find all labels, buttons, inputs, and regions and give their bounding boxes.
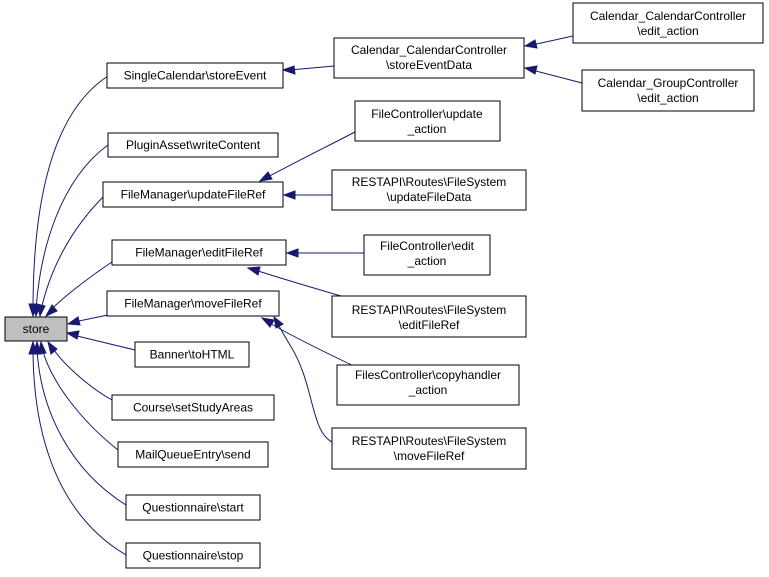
node-group-controller-edit-action[interactable]: Calendar_GroupController \edit_action xyxy=(581,69,755,112)
node-file-manager-edit-file-ref[interactable]: FileManager\editFileRef xyxy=(111,239,287,266)
edge-arrowhead xyxy=(28,340,38,355)
node-label-line2: \edit_action xyxy=(637,24,698,38)
node-file-controller-update-action[interactable]: FileController\update _action xyxy=(354,100,501,142)
node-plugin-asset-write-content[interactable]: PluginAsset\writeContent xyxy=(107,132,279,158)
edge-file-controller-update-to-update-file-ref xyxy=(265,131,356,179)
node-label: MailQueueEntry\send xyxy=(135,448,250,462)
node-label-line1: Calendar_GroupController xyxy=(598,76,739,90)
edge-arrowhead xyxy=(285,248,299,258)
edge-arrowhead xyxy=(44,304,58,318)
node-label: Questionnaire\start xyxy=(142,501,244,515)
node-label-line2: _action xyxy=(407,122,447,136)
node-course-set-study-areas[interactable]: Course\setStudyAreas xyxy=(111,394,275,421)
node-label: Course\setStudyAreas xyxy=(133,401,253,415)
node-label-line1: FileController\update xyxy=(371,107,483,121)
edge-arrowhead xyxy=(282,190,296,200)
node-label-line2: _action xyxy=(407,254,447,268)
node-file-manager-update-file-ref[interactable]: FileManager\updateFileRef xyxy=(102,181,284,208)
node-label-line1: RESTAPI\Routes\FileSystem xyxy=(352,175,507,189)
node-restapi-edit-file-ref[interactable]: RESTAPI\Routes\FileSystem \editFileRef xyxy=(331,295,527,338)
node-file-controller-edit-action[interactable]: FileController\edit _action xyxy=(363,234,491,276)
edge-group-edit-to-store-event-data xyxy=(531,69,583,84)
edge-mail-queue-to-store xyxy=(41,347,119,451)
edge-arrowhead xyxy=(281,65,296,75)
edge-calendar-edit-to-store-event-data xyxy=(531,35,574,46)
node-banner-to-html[interactable]: Banner\toHTML xyxy=(134,341,250,368)
node-label: SingleCalendar\storeEvent xyxy=(124,69,267,83)
node-restapi-update-file-data[interactable]: RESTAPI\Routes\FileSystem \updateFileDat… xyxy=(331,169,527,211)
node-calendar-controller-edit-action[interactable]: Calendar_CalendarController \edit_action xyxy=(572,2,764,44)
edge-course-to-store xyxy=(51,346,113,401)
node-label: store xyxy=(23,322,50,336)
edge-questionnaire-start-to-store xyxy=(36,347,127,506)
node-restapi-move-file-ref[interactable]: RESTAPI\Routes\FileSystem \moveFileRef xyxy=(331,427,527,470)
edge-update-file-ref-to-store xyxy=(40,195,105,311)
edge-questionnaire-stop-to-store xyxy=(32,347,127,556)
node-label-line1: RESTAPI\Routes\FileSystem xyxy=(352,303,507,317)
edge-arrowhead xyxy=(47,340,58,355)
node-files-controller-copyhandler-action[interactable]: FilesController\copyhandler _action xyxy=(336,364,520,406)
edge-arrowhead xyxy=(523,39,538,49)
edge-plugin-asset-to-store xyxy=(35,144,109,311)
edge-edit-file-ref-to-store xyxy=(49,261,113,312)
node-label-line2: \moveFileRef xyxy=(394,449,465,463)
node-label-line2: \editFileRef xyxy=(399,318,460,332)
node-questionnaire-stop[interactable]: Questionnaire\stop xyxy=(125,542,261,569)
graph-nodes: store SingleCalendar\storeEvent Calendar… xyxy=(4,2,764,569)
node-label: Questionnaire\stop xyxy=(143,549,244,563)
node-label-line1: FileController\edit xyxy=(380,239,475,253)
graph-edges xyxy=(28,35,583,556)
node-label: FileManager\moveFileRef xyxy=(124,297,262,311)
node-label-line2: \edit_action xyxy=(637,91,698,105)
edge-single-calendar-to-store xyxy=(32,75,109,311)
node-label-line1: Calendar_CalendarController xyxy=(351,43,507,57)
node-mail-queue-entry-send[interactable]: MailQueueEntry\send xyxy=(117,441,269,468)
edge-store-event-data-to-store-event xyxy=(289,65,335,71)
node-label: PluginAsset\writeContent xyxy=(126,138,261,152)
node-single-calendar-store-event[interactable]: SingleCalendar\storeEvent xyxy=(106,62,284,89)
edge-banner-to-store xyxy=(72,334,136,351)
node-label: FileManager\updateFileRef xyxy=(121,188,266,202)
edge-arrowhead xyxy=(36,303,46,318)
node-label: FileManager\editFileRef xyxy=(135,246,263,260)
node-label-line2: _action xyxy=(408,383,448,397)
node-calendar-controller-store-event-data[interactable]: Calendar_CalendarController \storeEventD… xyxy=(333,37,525,79)
node-label-line1: RESTAPI\Routes\FileSystem xyxy=(352,434,507,448)
node-file-manager-move-file-ref[interactable]: FileManager\moveFileRef xyxy=(106,290,280,317)
node-label-line2: \storeEventData xyxy=(386,58,472,72)
node-label-line1: FilesController\copyhandler xyxy=(355,368,501,382)
node-store[interactable]: store xyxy=(4,316,68,342)
edge-arrowhead xyxy=(273,315,284,329)
edge-arrowhead xyxy=(260,317,275,328)
edge-move-file-ref-to-store xyxy=(73,314,109,323)
edge-arrowhead xyxy=(258,171,273,182)
node-questionnaire-start[interactable]: Questionnaire\start xyxy=(125,494,261,521)
node-label: Banner\toHTML xyxy=(150,348,235,362)
edge-restapi-move-to-move-file-ref xyxy=(276,321,333,443)
edge-arrowhead xyxy=(246,266,261,276)
node-label-line2: \updateFileData xyxy=(387,190,472,204)
node-label-line1: Calendar_CalendarController xyxy=(590,9,746,23)
edge-arrowhead xyxy=(65,330,80,340)
edge-arrowhead xyxy=(523,65,538,75)
edge-arrowhead xyxy=(66,316,81,326)
